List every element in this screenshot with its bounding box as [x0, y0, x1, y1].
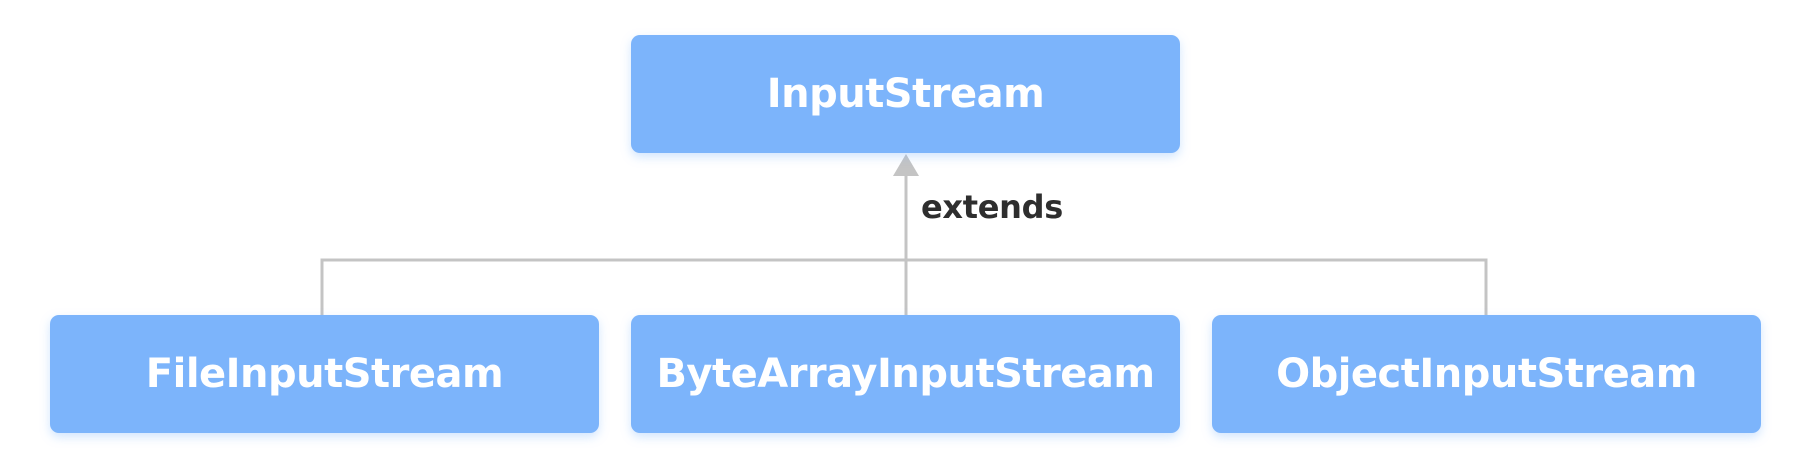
node-bytearrayinputstream-label: ByteArrayInputStream — [656, 351, 1155, 397]
node-fileinputstream-label: FileInputStream — [145, 351, 504, 397]
extends-label: extends — [921, 188, 1063, 226]
inheritance-arrowhead-icon — [893, 154, 919, 176]
node-objectinputstream-label: ObjectInputStream — [1276, 351, 1697, 397]
connector-right-branch — [906, 258, 1488, 315]
node-objectinputstream: ObjectInputStream — [1212, 315, 1761, 433]
node-fileinputstream: FileInputStream — [50, 315, 599, 433]
connector-left-branch — [320, 258, 906, 315]
node-inputstream-label: InputStream — [766, 71, 1045, 117]
node-inputstream: InputStream — [631, 35, 1180, 153]
node-bytearrayinputstream: ByteArrayInputStream — [631, 315, 1180, 433]
